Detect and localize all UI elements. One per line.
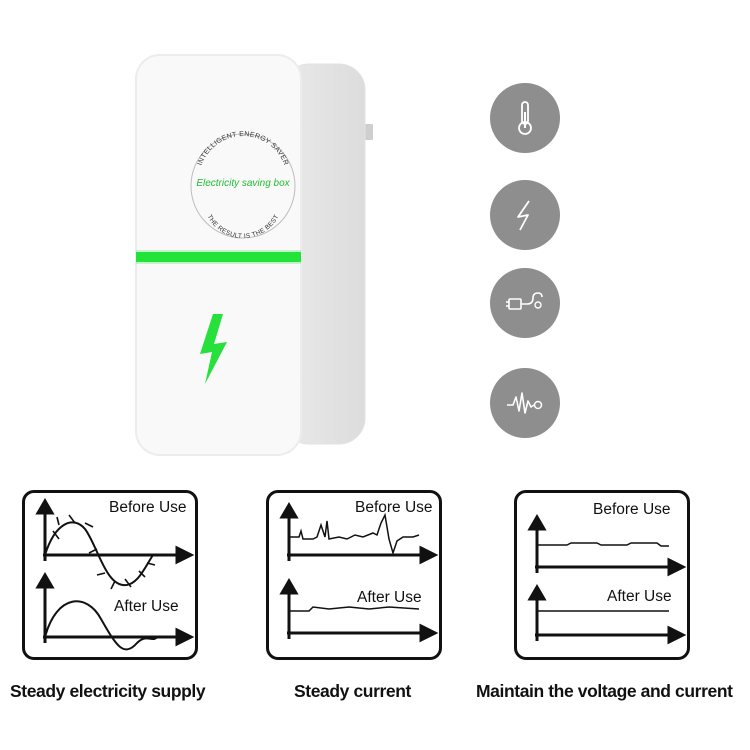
comparison-panel-voltage: Before Use After Use [514, 490, 690, 660]
thermometer-icon [490, 83, 560, 153]
bolt-logo [200, 314, 227, 384]
after-use-label: After Use [357, 589, 422, 606]
svg-text:INTELLIGENT ENERGY SAVER: INTELLIGENT ENERGY SAVER [197, 131, 290, 166]
before-use-label: Before Use [355, 499, 433, 516]
green-light-bar [136, 252, 301, 262]
caption-voltage: Maintain the voltage and current [476, 681, 733, 701]
brand-text: Electricity saving box [196, 178, 290, 189]
arc-bottom-text: THE RESULT IS THE BEST [206, 214, 281, 240]
energy-saver-device: INTELLIGENT ENERGY SAVER Electricity sav… [133, 52, 373, 462]
svg-text:THE RESULT IS THE BEST: THE RESULT IS THE BEST [206, 214, 281, 240]
before-use-label: Before Use [593, 501, 671, 518]
lightning-icon [490, 180, 560, 250]
plug-icon [490, 268, 560, 338]
plug-prong [365, 124, 373, 140]
waveform-icon [490, 368, 560, 438]
device-body [135, 54, 373, 456]
comparison-panel-supply: Before Use After Use [22, 490, 198, 660]
after-use-label: After Use [607, 588, 672, 605]
caption-supply: Steady electricity supply [10, 681, 206, 701]
comparison-panel-current: Before Use After Use [266, 490, 442, 660]
brand-logo: INTELLIGENT ENERGY SAVER Electricity sav… [173, 118, 313, 248]
arc-top-text: INTELLIGENT ENERGY SAVER [197, 131, 289, 166]
caption-current: Steady current [294, 681, 411, 701]
before-use-label: Before Use [109, 499, 187, 516]
after-use-label: After Use [114, 598, 179, 615]
